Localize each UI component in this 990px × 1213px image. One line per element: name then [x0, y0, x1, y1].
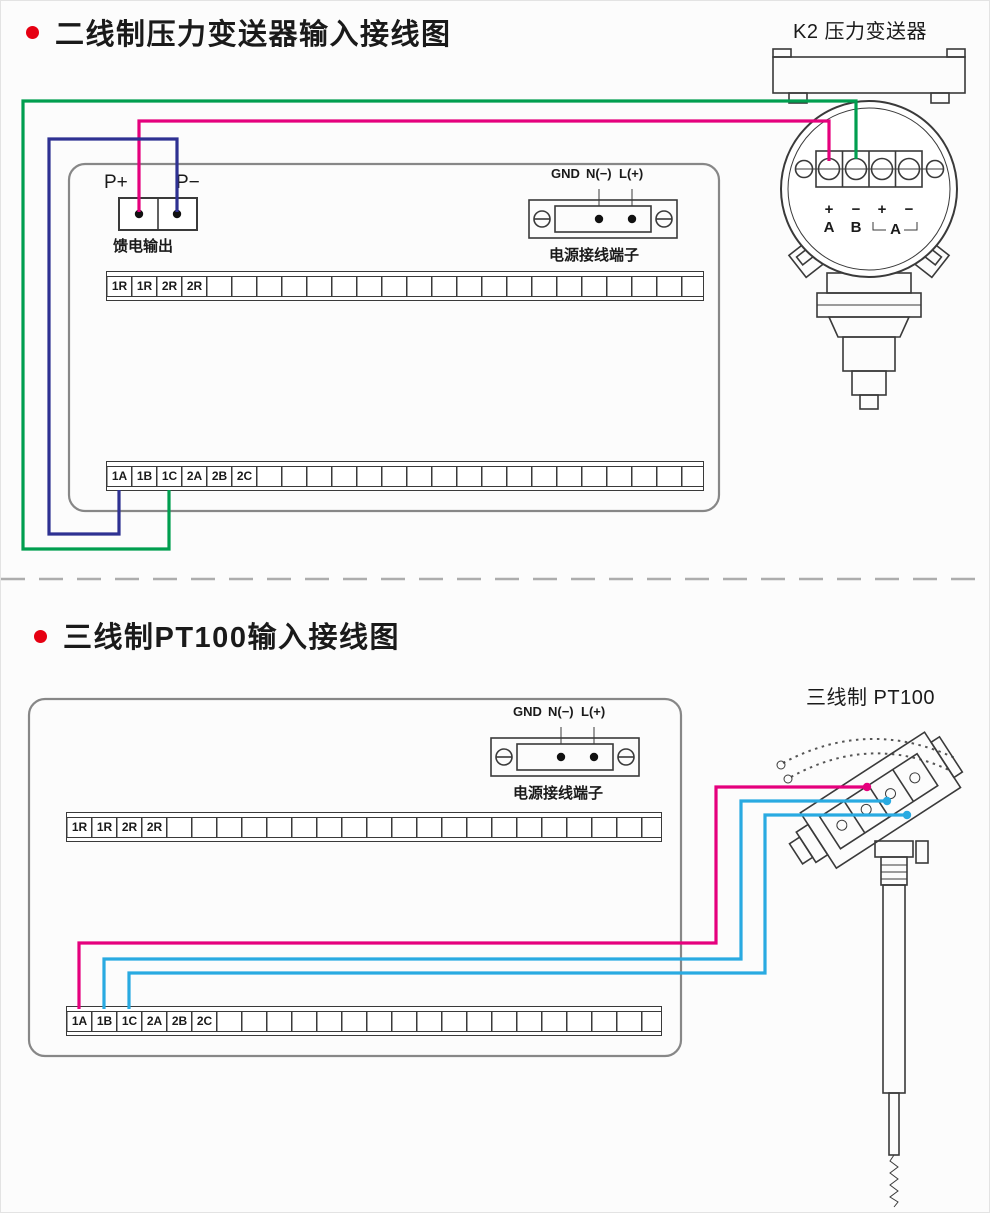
- section2-bullet-icon: [34, 630, 47, 643]
- recorder-panel-2: [27, 697, 683, 1058]
- terminal-cell: 1A: [71, 1014, 88, 1028]
- conduit-entry-right: [911, 239, 951, 279]
- transmitter-sign-3: +: [878, 201, 887, 218]
- transmitter-letter-a: A: [824, 219, 835, 236]
- pt100-device-label: 三线制 PT100: [806, 687, 935, 709]
- power-terminal-block-2: [490, 727, 640, 777]
- sensor-terminal-dot-blue-2: [902, 810, 912, 820]
- terminal-cell: 1B: [96, 1014, 113, 1028]
- terminal-cell: 2R: [146, 820, 163, 834]
- neutral-label-2: N(−): [548, 704, 574, 719]
- transmitter-device-label: K2 压力变送器: [793, 21, 928, 43]
- gnd-label-1: GND: [551, 166, 580, 181]
- wire-blue-pt100-to-1c: [127, 813, 907, 1009]
- neutral-label-1: N(−): [586, 166, 612, 181]
- terminal-cell: 1B: [136, 469, 153, 483]
- feed-output-label: 馈电输出: [113, 238, 174, 255]
- terminal-cell: 2A: [186, 469, 203, 483]
- section2-title: 三线制PT100输入接线图: [63, 622, 400, 654]
- transmitter-letter-b: B: [851, 219, 862, 236]
- terminal-cell: 1R: [111, 279, 128, 293]
- flexible-armor-dotted: [790, 752, 952, 778]
- p-plus-label: P+: [104, 172, 128, 193]
- terminal-cell: 1C: [121, 1014, 138, 1028]
- relay-output-strip-1: 1R 1R 2R 2R: [106, 271, 704, 301]
- terminal-cell: 2C: [236, 469, 253, 483]
- probe-hex-fitting: [874, 840, 914, 858]
- terminal-cell: 1C: [161, 469, 178, 483]
- probe-shaft: [882, 884, 906, 1094]
- p-minus-label: P−: [176, 172, 200, 193]
- signal-input-strip-1: 1A 1B 1C 2A 2B 2C: [106, 461, 704, 491]
- wire-magenta-pplus-to-transmitter: [137, 119, 831, 212]
- sensor-terminal-dot-blue-1: [882, 796, 892, 806]
- sensor-terminal-dot-magenta: [862, 782, 872, 792]
- terminal-cell: 1R: [71, 820, 88, 834]
- feed-output-terminal-block: [118, 197, 198, 231]
- transmitter-bracket-label: A: [890, 221, 901, 238]
- relay-output-strip-2: 1R 1R 2R 2R: [66, 812, 662, 842]
- terminal-cell: 1A: [111, 469, 128, 483]
- pressure-transmitter-drawing: + − + − A B A: [772, 48, 966, 410]
- gnd-label-2: GND: [513, 704, 542, 719]
- power-terminal-label-1: 电源接线端子: [549, 247, 640, 264]
- probe-spring-tip: [889, 1154, 899, 1208]
- terminal-cell: 2R: [161, 279, 178, 293]
- terminal-cell: 2R: [121, 820, 138, 834]
- terminal-cell: 2C: [196, 1014, 213, 1028]
- terminal-cell: 1R: [136, 279, 153, 293]
- recorder-panel-1: [67, 162, 721, 513]
- terminal-cell: 2R: [186, 279, 203, 293]
- probe-tube: [888, 1092, 900, 1156]
- terminal-cell: 1R: [96, 820, 113, 834]
- conduit-entry-left: [787, 239, 827, 279]
- transmitter-sign-4: −: [905, 201, 914, 218]
- transmitter-sign-1: +: [825, 201, 834, 218]
- flexible-armor-dotted: [782, 738, 958, 764]
- pt100-sensor-drawing: [776, 731, 964, 1208]
- transmitter-sign-2: −: [852, 201, 861, 218]
- power-terminal-block-1: [528, 189, 678, 239]
- section1-title: 二线制压力变送器输入接线图: [55, 19, 452, 51]
- pt100-connection-head: [788, 731, 964, 870]
- terminal-cell: 2B: [171, 1014, 188, 1028]
- terminal-cell: 2B: [211, 469, 228, 483]
- terminal-cell: 2A: [146, 1014, 163, 1028]
- signal-input-strip-2: 1A 1B 1C 2A 2B 2C: [66, 1006, 662, 1036]
- section1-bullet-icon: [26, 26, 39, 39]
- line-label-1: L(+): [619, 166, 644, 181]
- line-label-2: L(+): [581, 704, 606, 719]
- power-terminal-label-2: 电源接线端子: [513, 785, 604, 802]
